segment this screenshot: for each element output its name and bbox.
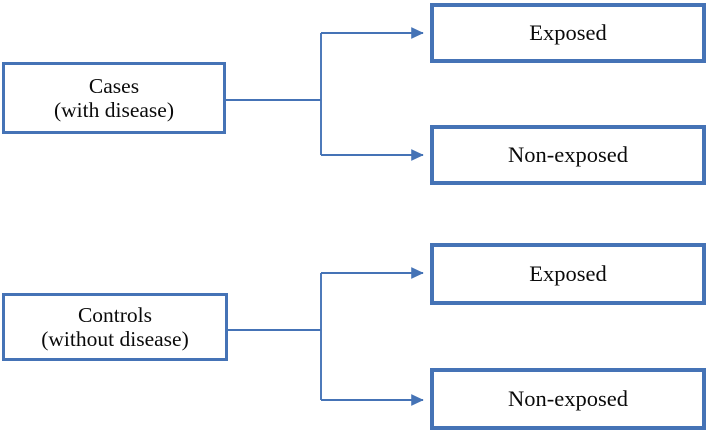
node-cases-exposed[interactable]: Exposed bbox=[430, 3, 706, 63]
node-controls-exposed-label: Exposed bbox=[529, 261, 607, 287]
node-cases-nonexposed-label: Non-exposed bbox=[508, 142, 628, 168]
node-cases-label: Cases (with disease) bbox=[53, 73, 174, 123]
node-controls-label: Controls (without disease) bbox=[41, 302, 189, 352]
node-cases-exposed-label: Exposed bbox=[529, 20, 607, 46]
connector-cases-trunk bbox=[226, 33, 322, 155]
node-controls-exposed[interactable]: Exposed bbox=[430, 243, 706, 305]
node-cases-nonexposed[interactable]: Non-exposed bbox=[430, 125, 706, 185]
node-cases[interactable]: Cases (with disease) bbox=[2, 62, 226, 134]
node-controls-nonexposed-label: Non-exposed bbox=[508, 386, 628, 412]
connector-controls-trunk bbox=[228, 273, 322, 400]
node-controls[interactable]: Controls (without disease) bbox=[2, 293, 228, 361]
node-controls-nonexposed[interactable]: Non-exposed bbox=[430, 368, 706, 430]
